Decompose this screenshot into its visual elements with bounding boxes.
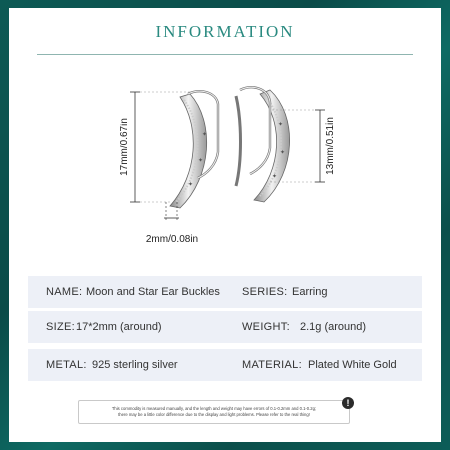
disclaimer-line-2: there may be a little color difference d…	[118, 412, 310, 417]
right-earring: ✦ ✦ ✦	[234, 86, 290, 203]
name-value: Moon and Star Ear Buckles	[86, 286, 220, 298]
title-divider	[37, 54, 413, 55]
weight-value: 2.1g (around)	[300, 321, 367, 333]
material-value: Plated White Gold	[308, 359, 397, 371]
disclaimer-line-1: This commodity is measured manually, and…	[111, 406, 317, 411]
spec-row-size: SIZE: 17*2mm (around) WEIGHT: 2.1g (arou…	[28, 311, 422, 343]
spec-row-metal: METAL: 925 sterling silver MATERIAL: Pla…	[28, 349, 422, 381]
series-value: Earring	[292, 286, 328, 298]
height-left-label: 17mm/0.67in	[120, 118, 130, 176]
height-right-label: 13mm/0.51in	[325, 117, 336, 175]
material-label: MATERIAL:	[242, 359, 302, 371]
weight-label: WEIGHT:	[242, 321, 290, 333]
size-label: SIZE:	[46, 321, 76, 333]
series-label: SERIES:	[242, 286, 288, 298]
name-label: NAME:	[46, 286, 83, 298]
earring-illustration: 17mm/0.67in ✦ ✦ ✦ 2mm/0.08in ✦ ✦ ✦	[119, 86, 336, 245]
left-earring: ✦ ✦ ✦	[169, 90, 220, 209]
metal-label: METAL:	[46, 359, 87, 371]
svg-text:✦: ✦	[188, 181, 193, 188]
spec-row-name: NAME: Moon and Star Ear Buckles SERIES: …	[28, 276, 422, 308]
svg-text:✦: ✦	[272, 173, 277, 180]
disclaimer-notice: This commodity is measured manually, and…	[78, 400, 350, 424]
svg-text:✦: ✦	[198, 157, 203, 164]
svg-text:✦: ✦	[280, 149, 285, 156]
width-label: 2mm/0.08in	[146, 234, 198, 245]
warning-icon: !	[342, 397, 354, 409]
page-title: INFORMATION	[155, 22, 295, 41]
svg-text:✦: ✦	[278, 121, 283, 128]
metal-value: 925 sterling silver	[92, 359, 178, 371]
product-image: 17mm/0.67in ✦ ✦ ✦ 2mm/0.08in ✦ ✦ ✦	[119, 82, 350, 252]
size-value: 17*2mm (around)	[76, 321, 162, 333]
svg-text:✦: ✦	[202, 131, 207, 138]
